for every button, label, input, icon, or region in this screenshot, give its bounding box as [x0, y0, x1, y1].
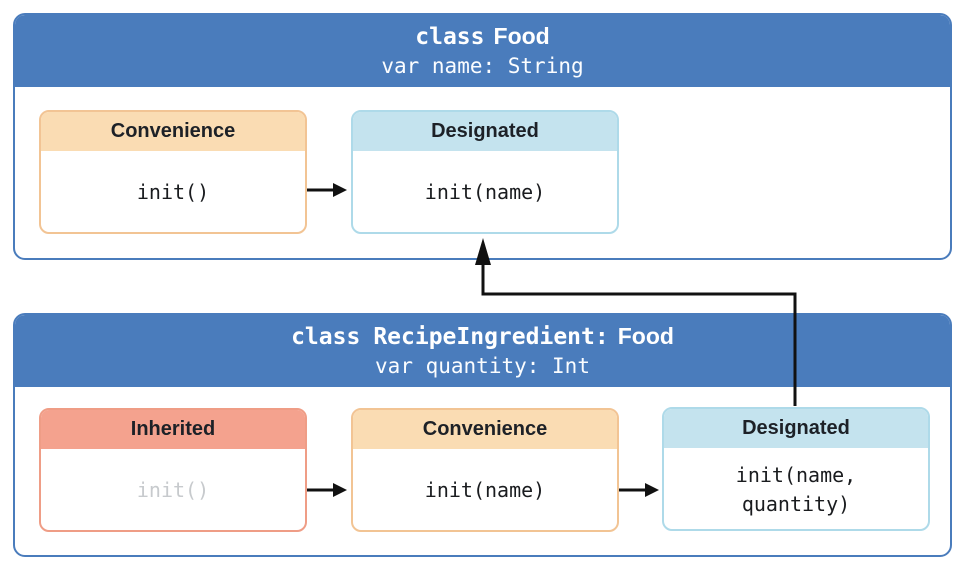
food-class-header: class Food var name: String — [15, 15, 950, 87]
food-class-title: class Food — [415, 22, 549, 53]
recipe-designated-code: init(name, quantity) — [664, 448, 928, 529]
food-convenience-label: Convenience — [41, 112, 305, 151]
recipe-inherited-code: init() — [136, 478, 210, 502]
food-class-name: Food — [493, 22, 550, 49]
recipe-convenience-box: Convenience init(name) — [351, 408, 619, 532]
recipe-class-keyword: class — [291, 323, 361, 350]
recipe-designated-code-line1: init(name, — [735, 462, 857, 487]
recipe-convenience-code: init(name) — [424, 478, 546, 502]
recipe-convenience-label: Convenience — [353, 410, 617, 449]
food-convenience-box: Convenience init() — [39, 110, 307, 234]
food-designated-code: init(name) — [424, 180, 546, 204]
recipe-class-name: RecipeIngredient: — [373, 323, 609, 350]
recipe-class-header: class RecipeIngredient: Food var quantity:… — [15, 315, 950, 387]
recipe-designated-box: Designated init(name, quantity) — [662, 407, 930, 531]
food-convenience-code: init() — [136, 180, 210, 204]
food-designated-label: Designated — [353, 112, 617, 151]
recipe-designated-code-line2: quantity) — [741, 491, 851, 516]
recipe-ingredient-class-container: class RecipeIngredient: Food var quantity:… — [13, 313, 952, 557]
recipe-class-title: class RecipeIngredient: Food — [291, 322, 674, 353]
recipe-class-superclass: Food — [617, 322, 674, 349]
food-designated-box: Designated init(name) — [351, 110, 619, 234]
recipe-class-property: var quantity: Int — [375, 353, 590, 378]
recipe-inherited-label: Inherited — [41, 410, 305, 449]
food-class-property: var name: String — [381, 53, 584, 78]
food-class-container: class Food var name: String Convenience i… — [13, 13, 952, 260]
food-class-keyword: class — [415, 23, 485, 50]
recipe-designated-label: Designated — [664, 409, 928, 448]
recipe-inherited-box: Inherited init() — [39, 408, 307, 532]
